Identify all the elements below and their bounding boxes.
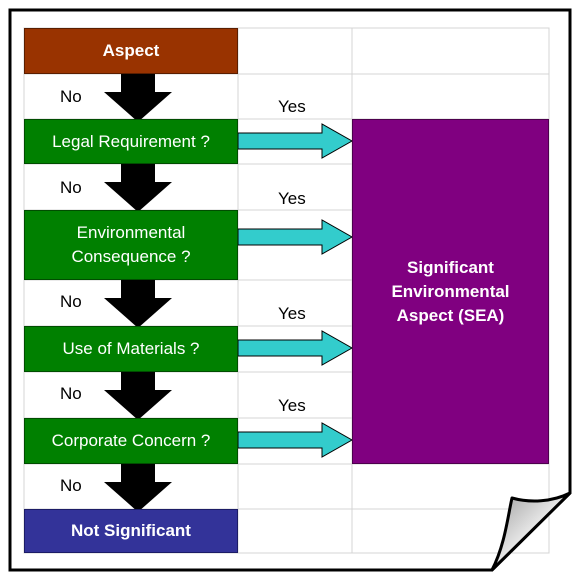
aspect-label: Aspect [102, 41, 160, 60]
use-of-materials-box: Use of Materials ? [24, 326, 238, 372]
yes-label: Yes [278, 189, 306, 208]
environmental-consequence-label: Environmental Consequence ? [71, 223, 191, 266]
corporate-concern-label: Corporate Concern ? [51, 431, 211, 450]
corporate-concern-box: Corporate Concern ? [24, 418, 238, 464]
right-arrow-icon [237, 330, 354, 366]
down-arrow-icon [104, 372, 172, 420]
right-arrow-icon [237, 219, 354, 255]
down-arrow-icon [104, 280, 172, 328]
no-label: No [60, 476, 82, 495]
yes-arrows [237, 123, 354, 458]
legal-requirement-label: Legal Requirement ? [52, 131, 210, 151]
sea-result-label: Significant Environmental Aspect (SEA) [391, 257, 510, 325]
right-arrow-icon [237, 123, 354, 159]
use-of-materials-label: Use of Materials ? [62, 339, 200, 358]
not-significant-label: Not Significant [71, 521, 191, 540]
no-arrows [104, 74, 172, 512]
legal-requirement-box: Legal Requirement ? [24, 119, 238, 164]
environmental-consequence-box: Environmental Consequence ? [24, 210, 238, 280]
no-label: No [60, 292, 82, 311]
down-arrow-icon [104, 164, 172, 212]
yes-label: Yes [278, 396, 306, 415]
not-significant-box: Not Significant [24, 509, 238, 553]
page-curl-icon [490, 491, 572, 572]
down-arrow-icon [104, 464, 172, 512]
no-label: No [60, 178, 82, 197]
sea-result-box: Significant Environmental Aspect (SEA) [352, 119, 549, 464]
no-label: No [60, 384, 82, 403]
aspect-box: Aspect [24, 28, 238, 74]
right-arrow-icon [237, 422, 354, 458]
down-arrow-icon [104, 74, 172, 122]
yes-label: Yes [278, 304, 306, 323]
yes-label: Yes [278, 97, 306, 116]
no-label: No [60, 87, 82, 106]
